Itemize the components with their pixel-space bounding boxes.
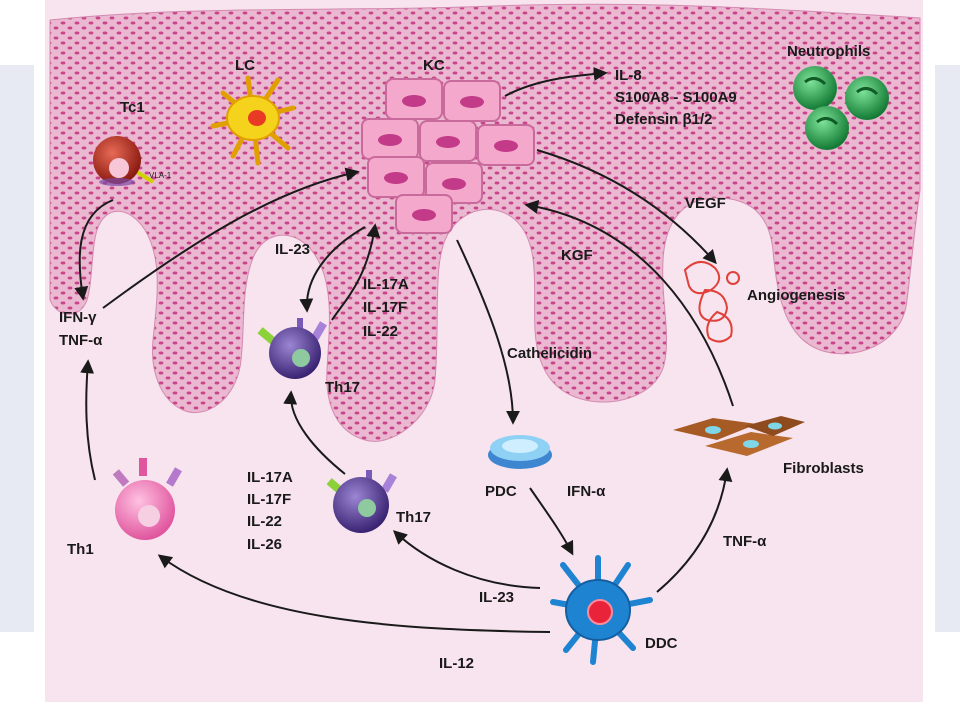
label-il22-bottom: IL-22 bbox=[247, 513, 282, 530]
left-side-panel bbox=[0, 65, 34, 632]
langerhans-cell bbox=[210, 75, 296, 166]
label-th1: Th1 bbox=[67, 541, 94, 558]
label-il17a-top: IL-17A bbox=[363, 276, 409, 293]
label-il17a-bottom: IL-17A bbox=[247, 469, 293, 486]
label-il23-bottom: IL-23 bbox=[479, 589, 514, 606]
psoriasis-pathway-diagram: LC KC Tc1 VLA-1 Neutrophils IL-8 S100A8 … bbox=[45, 0, 923, 702]
label-il26-bottom: IL-26 bbox=[247, 536, 282, 553]
right-side-panel bbox=[935, 65, 960, 632]
label-tnfa-right: TNF-α bbox=[723, 533, 767, 550]
keratinocyte-cluster bbox=[361, 78, 535, 234]
label-kgf: KGF bbox=[561, 247, 593, 264]
label-ifng: IFN-γ bbox=[59, 309, 97, 326]
label-il17f-top: IL-17F bbox=[363, 299, 407, 316]
label-th17-upper: Th17 bbox=[325, 379, 360, 396]
neutrophil-cluster bbox=[793, 66, 889, 150]
label-tnfa-left: TNF-α bbox=[59, 332, 103, 349]
label-fibroblasts: Fibroblasts bbox=[783, 460, 864, 477]
label-il17f-bottom: IL-17F bbox=[247, 491, 291, 508]
label-ddc: DDC bbox=[645, 635, 678, 652]
label-angiogenesis: Angiogenesis bbox=[747, 287, 845, 304]
fibroblast-cluster bbox=[673, 416, 805, 456]
angiogenesis-vessels bbox=[683, 261, 740, 343]
label-defensin: Defensin β1/2 bbox=[615, 111, 713, 128]
label-il12: IL-12 bbox=[439, 655, 474, 672]
label-cathelicidin: Cathelicidin bbox=[507, 345, 592, 362]
label-pdc: PDC bbox=[485, 483, 517, 500]
label-il8: IL-8 bbox=[615, 67, 642, 84]
label-il23-top: IL-23 bbox=[275, 241, 310, 258]
label-tc1: Tc1 bbox=[120, 99, 145, 116]
label-ifna: IFN-α bbox=[567, 483, 606, 500]
label-vegf: VEGF bbox=[685, 195, 726, 212]
label-neutrophils: Neutrophils bbox=[787, 43, 870, 60]
ddc-cell bbox=[550, 555, 653, 665]
label-vla1: VLA-1 bbox=[149, 171, 172, 180]
label-il22-top: IL-22 bbox=[363, 323, 398, 340]
arrows bbox=[74, 66, 734, 633]
label-lc: LC bbox=[235, 57, 255, 74]
label-th17-lower: Th17 bbox=[396, 509, 431, 526]
diagram-labels: LC KC Tc1 VLA-1 Neutrophils IL-8 S100A8 … bbox=[59, 43, 870, 672]
label-kc: KC bbox=[423, 57, 445, 74]
tc1-cell bbox=[93, 136, 155, 186]
th17-cell-lower bbox=[326, 470, 397, 533]
th1-cell bbox=[112, 458, 182, 540]
pdc-cell bbox=[488, 435, 552, 469]
label-s100: S100A8 - S100A9 bbox=[615, 89, 737, 106]
th17-cell-upper bbox=[257, 318, 327, 379]
